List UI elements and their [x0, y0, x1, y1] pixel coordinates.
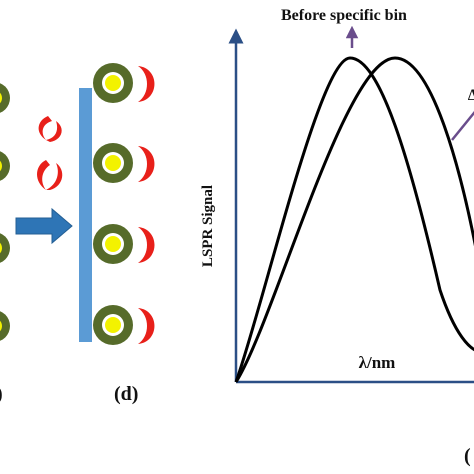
analyte-crescent [138, 308, 155, 344]
after-binding-pointer-icon [451, 110, 474, 141]
annotation-label: Before specific bin [281, 7, 407, 24]
nanoparticle [0, 311, 10, 341]
right-arrow-icon [15, 207, 73, 245]
nanoparticle [0, 233, 10, 263]
analyte-crescent [138, 66, 155, 102]
plot-axes [228, 28, 474, 384]
y-axis-label: LSPR Signal [200, 185, 216, 267]
spectrum-before-binding [234, 56, 474, 383]
bound-nanoparticle-column [93, 63, 155, 345]
substrate-bar [79, 88, 92, 342]
panel-label-right: ( [464, 445, 471, 467]
analyte-crescent [46, 163, 63, 190]
analyte-crescent [138, 227, 155, 263]
bound-nanoparticle [93, 63, 155, 103]
analyte-crescent [38, 116, 52, 140]
annotation-fragment: ∆ [468, 87, 474, 104]
analyte-crescent [46, 121, 62, 142]
nanoparticle [0, 83, 10, 113]
spectrum-after-binding [234, 56, 474, 383]
x-axis-label: λ/nm [359, 353, 396, 372]
bare-nanoparticle-column [0, 83, 10, 341]
bound-nanoparticle [93, 224, 155, 264]
nanoparticle [0, 151, 10, 181]
bound-nanoparticle [93, 305, 155, 345]
analyte-crescent [37, 160, 50, 190]
bound-nanoparticle [93, 143, 155, 183]
panel-label-left: ) [0, 383, 3, 405]
free-analyte-group [37, 116, 63, 190]
analyte-crescent [138, 146, 155, 182]
panel-label-d: (d) [114, 383, 138, 405]
